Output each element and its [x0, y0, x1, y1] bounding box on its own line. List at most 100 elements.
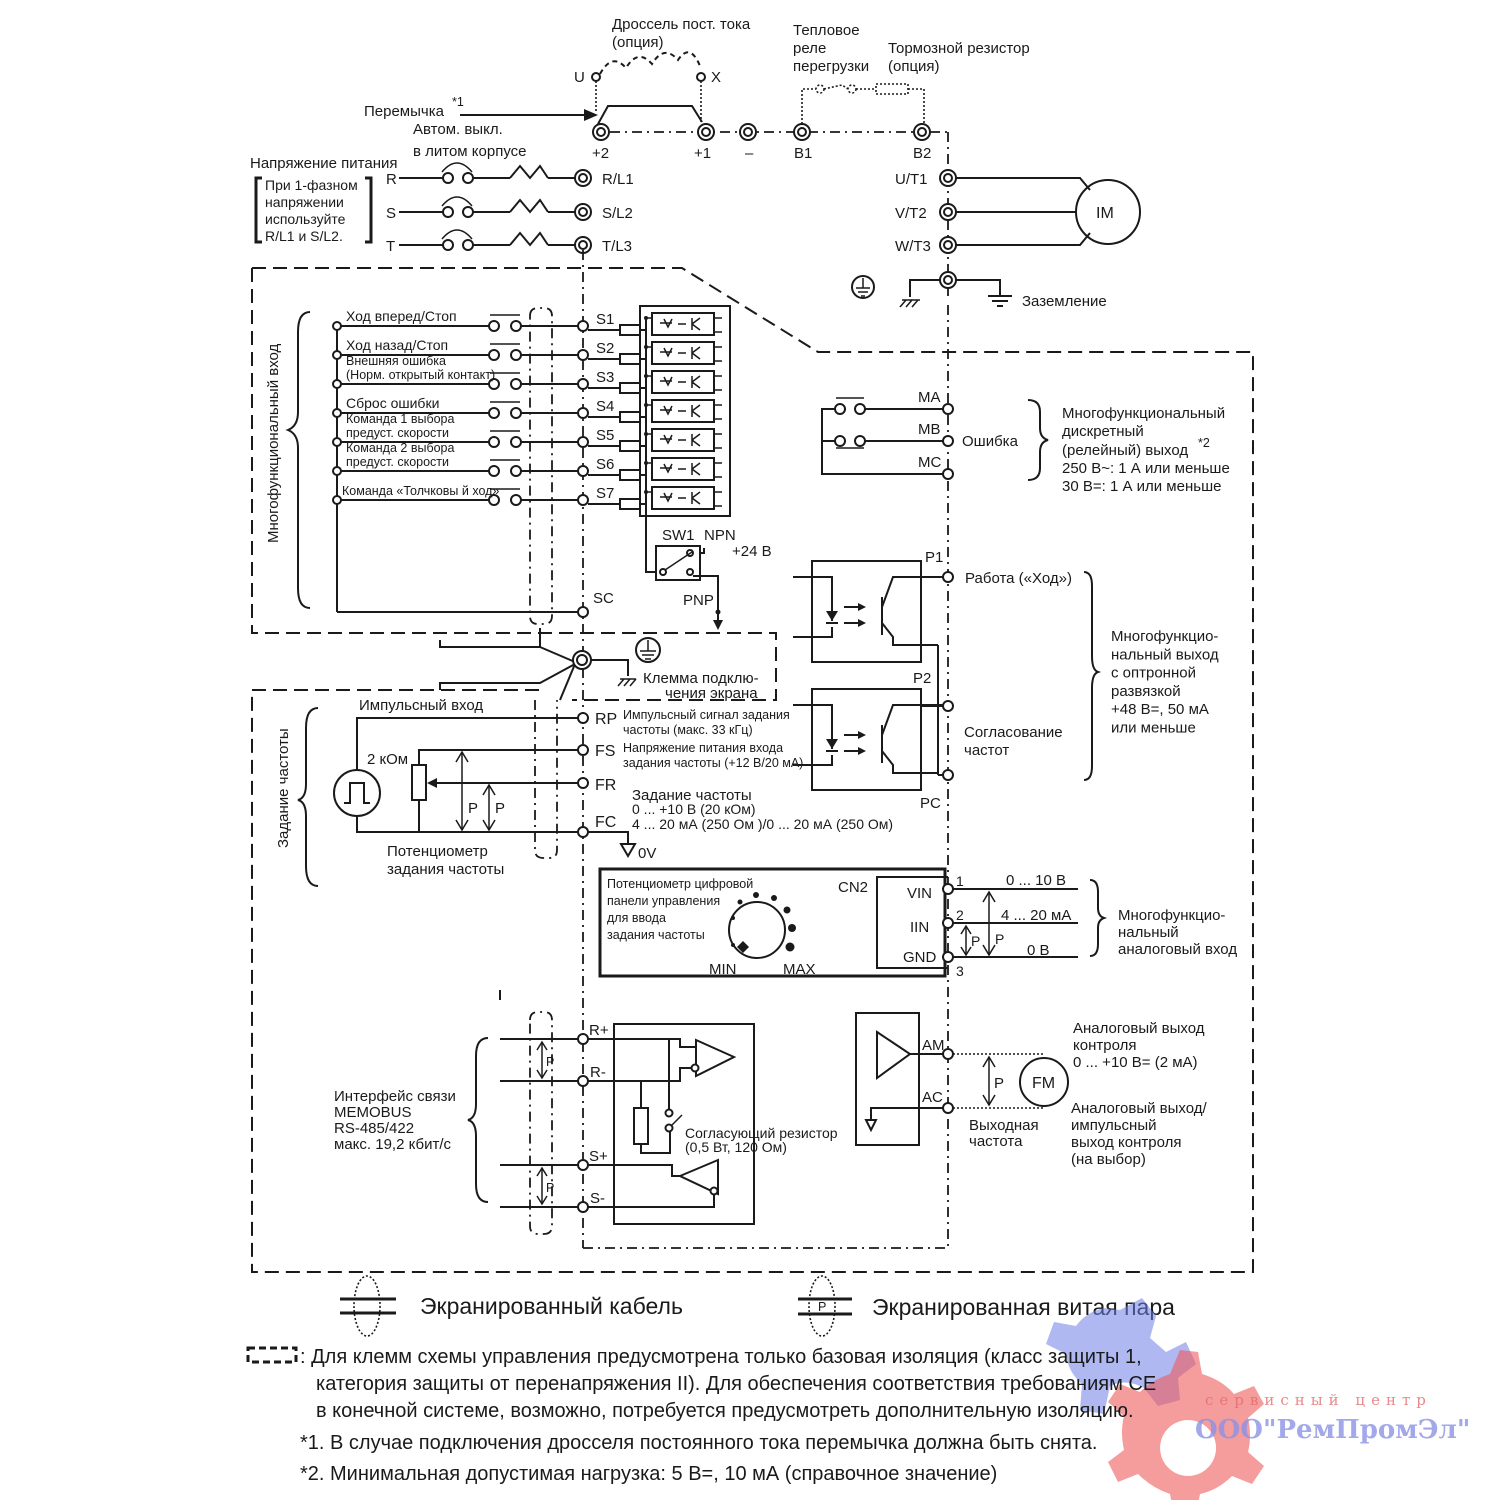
- terminal-s-minus: [577, 1201, 589, 1213]
- panel-pot-desc: задания частоты: [607, 928, 705, 942]
- rp-desc: частоты (макс. 33 кГц): [623, 723, 753, 737]
- terminal-s4: [577, 407, 589, 419]
- relay-desc: Многофункциональный: [1062, 405, 1225, 422]
- relay-desc: дискретный: [1062, 423, 1144, 440]
- gnd-label: GND: [903, 949, 937, 966]
- npn-label: NPN: [704, 527, 736, 544]
- term-resistor-label-2: (0,5 Вт, 120 Ом): [685, 1139, 787, 1155]
- pnp-label: PNP: [683, 592, 714, 609]
- twisted-pair-p-label: P: [468, 800, 478, 817]
- rp-label: RP: [595, 711, 617, 728]
- input-resistor-icon: [619, 411, 641, 423]
- input-resistor-icon: [619, 440, 641, 452]
- digital-input-row: Внешняя ошибка(Норм. открытый контакт)S3: [332, 354, 722, 394]
- input-resistor-icon: [619, 498, 641, 510]
- dial-tick-icon: [737, 899, 743, 905]
- terminal-s7: [577, 494, 589, 506]
- terminal-ac: [942, 1102, 954, 1114]
- insulation-boundary-legend-icon: [246, 1346, 298, 1364]
- frequency-meter-icon: [1019, 1057, 1069, 1107]
- optocoupler-icon: [651, 399, 715, 423]
- choke-u-label: U: [574, 69, 585, 86]
- relay-desc: (релейный) выход: [1062, 442, 1188, 459]
- fs-desc: задания частоты (+12 В/20 мА): [623, 756, 803, 770]
- meter-label: FM: [1032, 1075, 1055, 1092]
- input-label: Команда «Толчковы й ход»: [342, 484, 499, 498]
- dial-icon: [728, 901, 786, 959]
- terminating-resistor-icon: [633, 1107, 649, 1145]
- dial-tick-icon: [783, 906, 791, 914]
- brace-icon: [285, 311, 311, 609]
- pin-number: 2: [956, 907, 964, 923]
- input-label: Сброс ошибки: [346, 395, 439, 411]
- label-plus2: +2: [592, 145, 609, 162]
- insulation-note: категория защиты от перенапряжения II). …: [316, 1373, 1156, 1395]
- shielded-cable-legend-icon: [340, 1275, 396, 1337]
- memobus-interface: Интерфейс связи MEMOBUS RS-485/422 макс.…: [334, 990, 838, 1235]
- choke-x-terminal: [696, 72, 706, 82]
- shielded-cable-legend: Экранированный кабель: [420, 1293, 683, 1319]
- terminal-fc: [577, 826, 589, 838]
- optocoupler-array: [639, 305, 731, 517]
- r-plus-label: R+: [589, 1022, 609, 1039]
- optocoupler-icon: [651, 312, 715, 336]
- photo-output-desc: с оптронной: [1111, 665, 1196, 682]
- breaker-label-2: в литом корпусе: [413, 143, 527, 160]
- freq-ref-group-label: Задание частоты: [275, 728, 292, 848]
- legend: Экранированный кабель P Экранированная в…: [340, 1275, 1175, 1337]
- brace-icon: [297, 707, 319, 887]
- analog-out-box: [855, 1012, 920, 1146]
- fr-label: FR: [595, 777, 616, 794]
- analog-in-desc: аналоговый вход: [1118, 941, 1237, 958]
- range-label: 0 ... 10 В: [1006, 872, 1066, 889]
- comm-desc: MEMOBUS: [334, 1104, 412, 1121]
- analog-output: AM AC P FM Выходная частота Аналоговый в…: [855, 1012, 1208, 1168]
- label-b1: B1: [794, 145, 812, 162]
- dial-tick-icon: [753, 892, 759, 898]
- dial-tick-icon: [788, 924, 796, 932]
- monitor-desc: 0 ... +10 В= (2 мА): [1073, 1054, 1198, 1071]
- selectable-desc: Аналоговый выход/: [1071, 1100, 1208, 1117]
- input-resistor-icon: [619, 353, 641, 365]
- reactor-icon: [509, 164, 549, 180]
- breaker-label-1: Автом. выкл.: [413, 121, 503, 138]
- twisted-pair-p-label: P: [546, 1055, 554, 1069]
- fr-desc: Задание частоты: [632, 787, 752, 804]
- breaker-contact-icon: [442, 239, 454, 251]
- terminal-label: S1: [596, 311, 614, 328]
- brace-icon: [1027, 399, 1049, 481]
- photocoupler-outputs: P1 P2 PC Работа («Ход») Согласование час…: [793, 549, 1219, 812]
- choke-x-label: X: [711, 69, 721, 86]
- panel-pot-desc: для ввода: [607, 911, 666, 925]
- terminal-s-plus: [577, 1159, 589, 1171]
- footnote-1: *1. В случае подключения дросселя постоя…: [300, 1432, 1098, 1454]
- output-terminal-label: W/T3: [895, 238, 931, 255]
- input-label: предуст. скорости: [346, 455, 449, 469]
- sw1-label: SW1: [662, 527, 695, 544]
- selectable-desc: (на выбор): [1071, 1151, 1146, 1168]
- input-terminal: [574, 203, 592, 221]
- led-icon: [826, 739, 838, 749]
- thermal-relay-label-2: реле: [793, 40, 826, 57]
- input-resistor-icon: [619, 324, 641, 336]
- input-label: Ход вперед/Стоп: [346, 308, 457, 324]
- input-label: предуст. скорости: [346, 426, 449, 440]
- protective-earth-icon: [635, 637, 661, 663]
- pot-value-label: 2 кОм: [367, 751, 408, 768]
- reactor-icon: [509, 198, 549, 214]
- protective-earth-icon: [851, 275, 875, 299]
- terminal-s2: [577, 349, 589, 361]
- iin-label: IIN: [910, 919, 929, 936]
- range-label: 4 ... 20 мА: [1001, 907, 1071, 924]
- frame-ground-icon: [617, 678, 637, 687]
- dc-choke: Дроссель пост. тока (опция) U X: [574, 16, 751, 122]
- driver-icon: [677, 1158, 719, 1196]
- thermal-relay-label-1: Тепловое: [793, 22, 860, 39]
- thermal-relay-label-3: перегрузки: [793, 58, 869, 75]
- led-icon: [826, 611, 838, 621]
- output-terminal-label: V/T2: [895, 205, 927, 222]
- terminal-sc: [577, 606, 589, 618]
- single-phase-note: напряжении: [265, 194, 344, 210]
